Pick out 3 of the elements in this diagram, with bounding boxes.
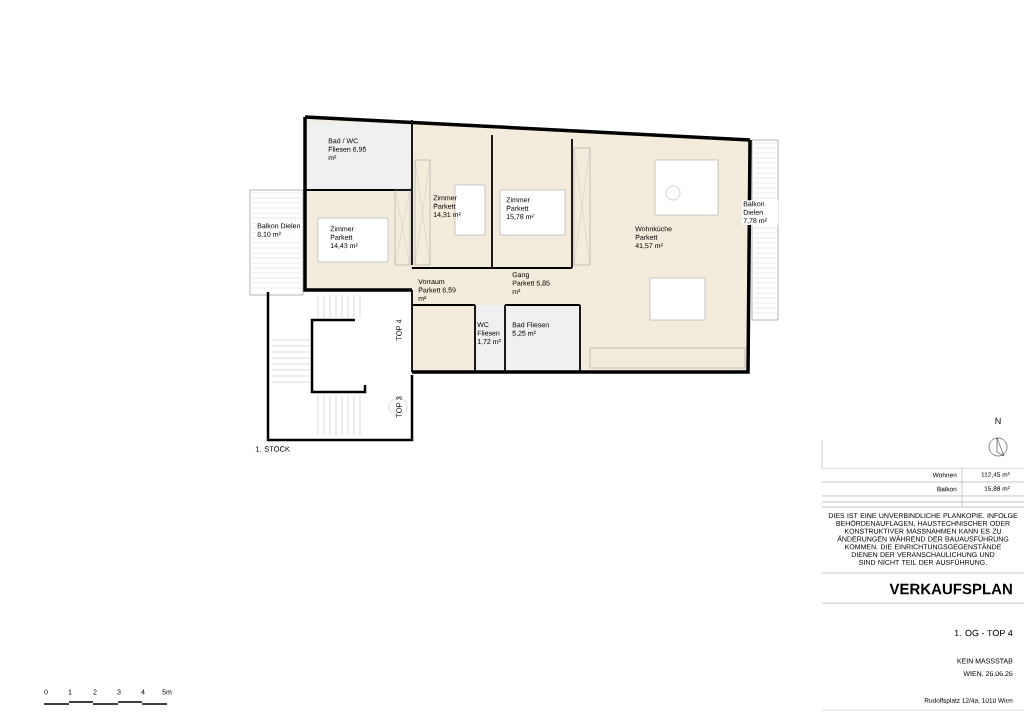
plan-subtitle: 1. OG - TOP 4 <box>954 629 1013 637</box>
plan-title: VERKAUFSPLAN <box>889 583 1012 595</box>
compass-letter: N <box>995 417 1001 425</box>
